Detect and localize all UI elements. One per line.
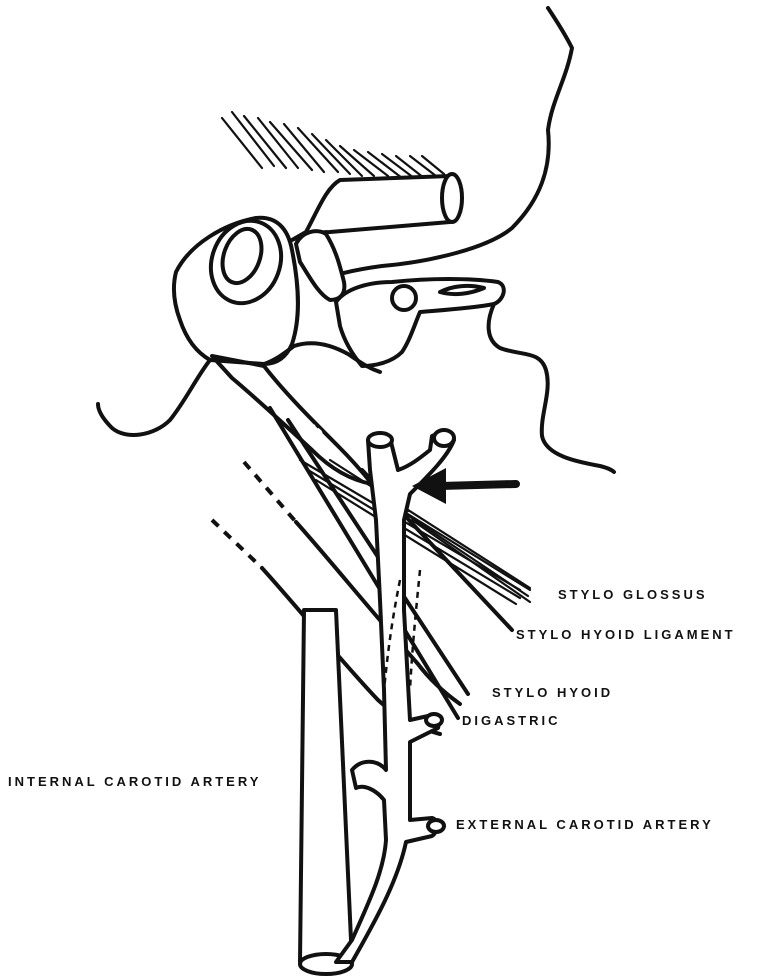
internal-carotid-artery-label: INTERNAL CAROTID ARTERY [8, 775, 261, 788]
external-carotid-branch-top [434, 430, 454, 446]
skull-base-hatching [222, 112, 444, 178]
external-carotid-branch-low [428, 820, 444, 832]
mandibular-foramen [392, 286, 416, 310]
lower-face-contour [489, 304, 614, 472]
external-carotid-artery [336, 433, 454, 962]
stylo-hyoid-label: STYLO HYOID [492, 686, 613, 699]
digastric-label: DIGASTRIC [462, 714, 561, 727]
external-carotid-branch-mid [426, 714, 442, 726]
artery-dashed-centerline-2 [410, 570, 420, 690]
external-carotid-top [368, 433, 392, 447]
stylo-hyoid-ligament-label: STYLO HYOID LIGAMENT [516, 628, 736, 641]
stylo-glossus-label: STYLO GLOSSUS [558, 588, 708, 601]
dashed-line-upper [244, 462, 296, 522]
occipital-curve [98, 360, 210, 435]
articular-process [296, 231, 344, 300]
zygomatic-arch-end [442, 174, 462, 222]
dashed-line-lower [212, 520, 262, 568]
face-profile [318, 8, 572, 282]
external-carotid-artery-label: EXTERNAL CAROTID ARTERY [456, 818, 714, 831]
